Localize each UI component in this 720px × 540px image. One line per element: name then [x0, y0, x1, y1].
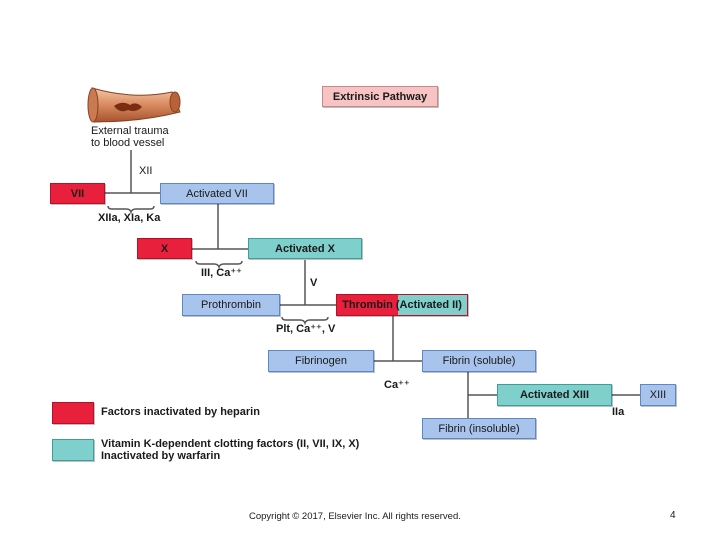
cofactor-iia: IIa [612, 406, 625, 418]
cofactor-plt: Plt, Ca⁺⁺, V [276, 323, 336, 335]
factor-x-box: X [137, 238, 192, 259]
fibrinogen-box: Fibrinogen [268, 350, 374, 372]
fibrin-insoluble-box: Fibrin (insoluble) [422, 418, 536, 439]
pathway-title: Extrinsic Pathway [322, 86, 438, 107]
prothrombin-box: Prothrombin [182, 294, 280, 316]
bracket-iii [195, 260, 243, 270]
cofactor-iii-ca: III, Ca⁺⁺ [201, 267, 242, 279]
legend-warfarin-label: Vitamin K-dependent clotting factors (II… [101, 438, 360, 462]
activated-vii-box: Activated VII [160, 183, 274, 204]
bracket-plt [281, 316, 329, 326]
cofactor-xiia: XIIa, XIa, Ka [98, 212, 161, 224]
legend-warfarin-swatch [52, 439, 94, 461]
trauma-label: External trauma to blood vessel [91, 125, 169, 149]
blood-vessel-icon [87, 87, 181, 123]
legend-heparin-label: Factors inactivated by heparin [101, 406, 260, 418]
activated-x-box: Activated X [248, 238, 362, 259]
cofactor-xii: XII [139, 165, 153, 177]
cofactor-v: V [310, 277, 318, 289]
bracket-xiia [107, 205, 155, 215]
cofactor-ca: Ca⁺⁺ [384, 379, 410, 391]
legend-heparin-swatch [52, 402, 94, 424]
factor-xiii-box: XIII [640, 384, 676, 406]
page-number: 4 [670, 510, 676, 521]
factor-vii-box: VII [50, 183, 105, 204]
fibrin-soluble-box: Fibrin (soluble) [422, 350, 536, 372]
thrombin-box: Thrombin (Activated II) [336, 294, 468, 316]
activated-xiii-box: Activated XIII [497, 384, 612, 406]
copyright-footer: Copyright © 2017, Elsevier Inc. All righ… [249, 511, 461, 522]
